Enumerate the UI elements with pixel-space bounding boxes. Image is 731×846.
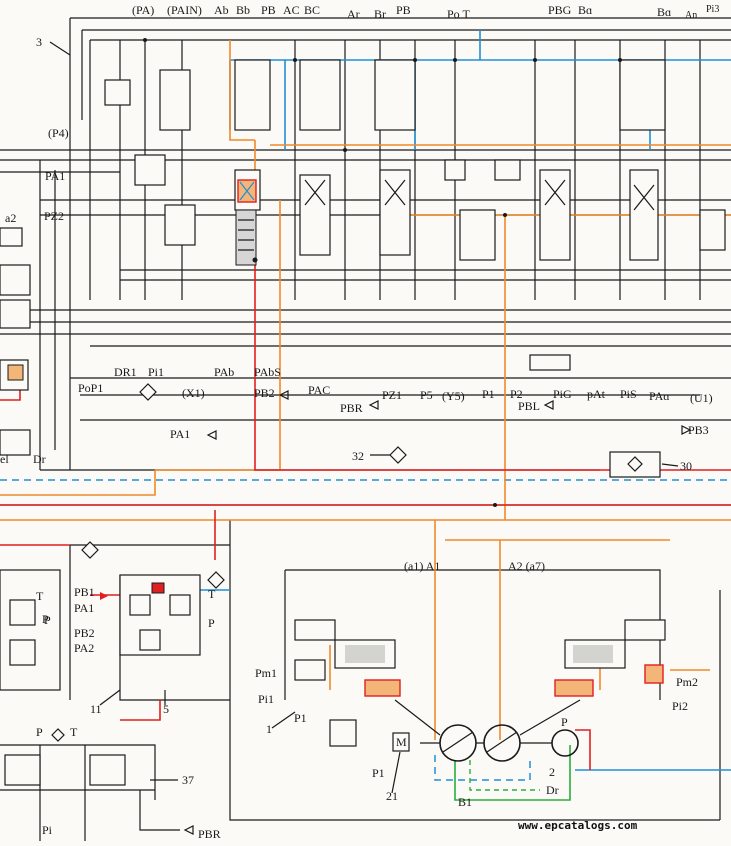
label-pi1: Pi1 <box>148 365 164 379</box>
leader-lines <box>49 41 679 794</box>
watermark: www.epcatalogs.com <box>518 819 638 832</box>
label-p-pump: P <box>561 715 568 729</box>
label-bc: BC <box>304 3 320 17</box>
label-an: An <box>685 10 697 21</box>
label-pab: PAb <box>214 365 234 379</box>
pump-section <box>294 619 666 762</box>
label-p5: P5 <box>420 388 433 402</box>
label-p2-mid: P2 <box>510 387 523 401</box>
label-pis: PiS <box>620 387 637 401</box>
label-p1-mid: P1 <box>482 387 495 401</box>
label-pi3: Pi3 <box>706 4 719 15</box>
label-pbr-bottom: PBR <box>198 827 221 841</box>
label-pb-top: PB <box>396 3 411 17</box>
label-br: Br <box>374 7 386 21</box>
green-lines <box>454 745 571 801</box>
label-pi-bottom: Pi <box>42 823 53 837</box>
label-pi2: Pi2 <box>672 699 688 713</box>
label-dr-pump: Dr <box>546 783 559 797</box>
label-30: 30 <box>680 459 692 473</box>
label-pa1-valve: PA1 <box>74 601 94 615</box>
label-dr1: DR1 <box>114 365 137 379</box>
label-u1: (U1) <box>690 391 713 405</box>
label-pi1-pump: Pi1 <box>258 692 274 706</box>
label-x1: (X1) <box>182 386 205 400</box>
label-ar: Ar <box>347 7 360 21</box>
label-pat: pAt <box>587 387 606 401</box>
label-p-valve: P <box>44 613 51 627</box>
label-pa: (PA) <box>132 3 154 17</box>
label-dr-left: Dr <box>33 452 46 466</box>
label-p1-pump: P1 <box>294 711 307 725</box>
label-pm2: Pm2 <box>676 675 698 689</box>
control-valves <box>0 59 726 478</box>
label-y5: (Y5) <box>442 389 465 403</box>
label-ab: Ab <box>214 3 229 17</box>
label-b1: B1 <box>458 795 472 809</box>
label-37: 37 <box>182 773 194 787</box>
label-pb3: PB3 <box>688 423 709 437</box>
label-32: 32 <box>352 449 364 463</box>
label-p-bottom: P <box>36 725 43 739</box>
label-pac: PAC <box>308 383 330 397</box>
label-a2-left: a2 <box>5 211 16 225</box>
label-pbr-mid: PBR <box>340 401 363 415</box>
label-bb: Bb <box>236 3 250 17</box>
label-pbg: PBG <box>548 3 572 17</box>
label-pig: PiG <box>553 387 572 401</box>
label-po-t: Po T <box>447 7 470 21</box>
label-p4: (P4) <box>48 126 69 140</box>
label-3: 3 <box>36 35 42 49</box>
label-p-right: P <box>208 616 215 630</box>
label-pabs: PAbS <box>254 365 281 379</box>
label-p1-bottom: P1 <box>372 766 385 780</box>
label-pm1: Pm1 <box>255 666 277 680</box>
label-pb1: PB1 <box>74 585 95 599</box>
junction-dots <box>143 38 622 507</box>
label-el-left: el <box>0 452 9 466</box>
label-t-bottom: T <box>70 725 78 739</box>
label-1: 1 <box>266 722 272 736</box>
label-a1-pump: (a1) A1 <box>404 559 440 573</box>
label-pa1-mid: PA1 <box>170 427 190 441</box>
label-pa2-valve: PA2 <box>74 641 94 655</box>
labels: (PA) (PAIN) Ab Bb PB AC BC Ar Br PB Po T… <box>0 3 719 841</box>
label-t-valve: T <box>36 589 44 603</box>
label-pa1-left: PA1 <box>45 169 65 183</box>
label-m: M <box>396 735 407 749</box>
label-ba-top: Bɑ <box>578 3 592 17</box>
label-popi: PoP1 <box>78 381 103 395</box>
label-pb2-valve: PB2 <box>74 626 95 640</box>
label-pz1: PZ1 <box>382 388 402 402</box>
arrow-markers <box>100 390 692 835</box>
label-2: 2 <box>549 765 555 779</box>
label-ac: AC <box>283 3 300 17</box>
outline-lines <box>0 17 731 841</box>
label-11: 11 <box>90 702 102 716</box>
label-pb: PB <box>261 3 276 17</box>
label-pb2: PB2 <box>254 386 275 400</box>
label-a2-pump: A2 (a7) <box>508 559 545 573</box>
label-p-left: P <box>42 612 49 626</box>
label-paa: PAɑ <box>649 389 670 403</box>
label-pz2: PZ2 <box>44 209 64 223</box>
label-5: 5 <box>163 702 169 716</box>
pilot-valve-blocks <box>0 541 225 786</box>
label-pain: (PAIN) <box>167 3 202 17</box>
label-t-right: T <box>208 587 216 601</box>
label-pbl: PBL <box>518 399 540 413</box>
label-21: 21 <box>386 789 398 803</box>
label-ba-right: Bɑ <box>657 5 671 19</box>
